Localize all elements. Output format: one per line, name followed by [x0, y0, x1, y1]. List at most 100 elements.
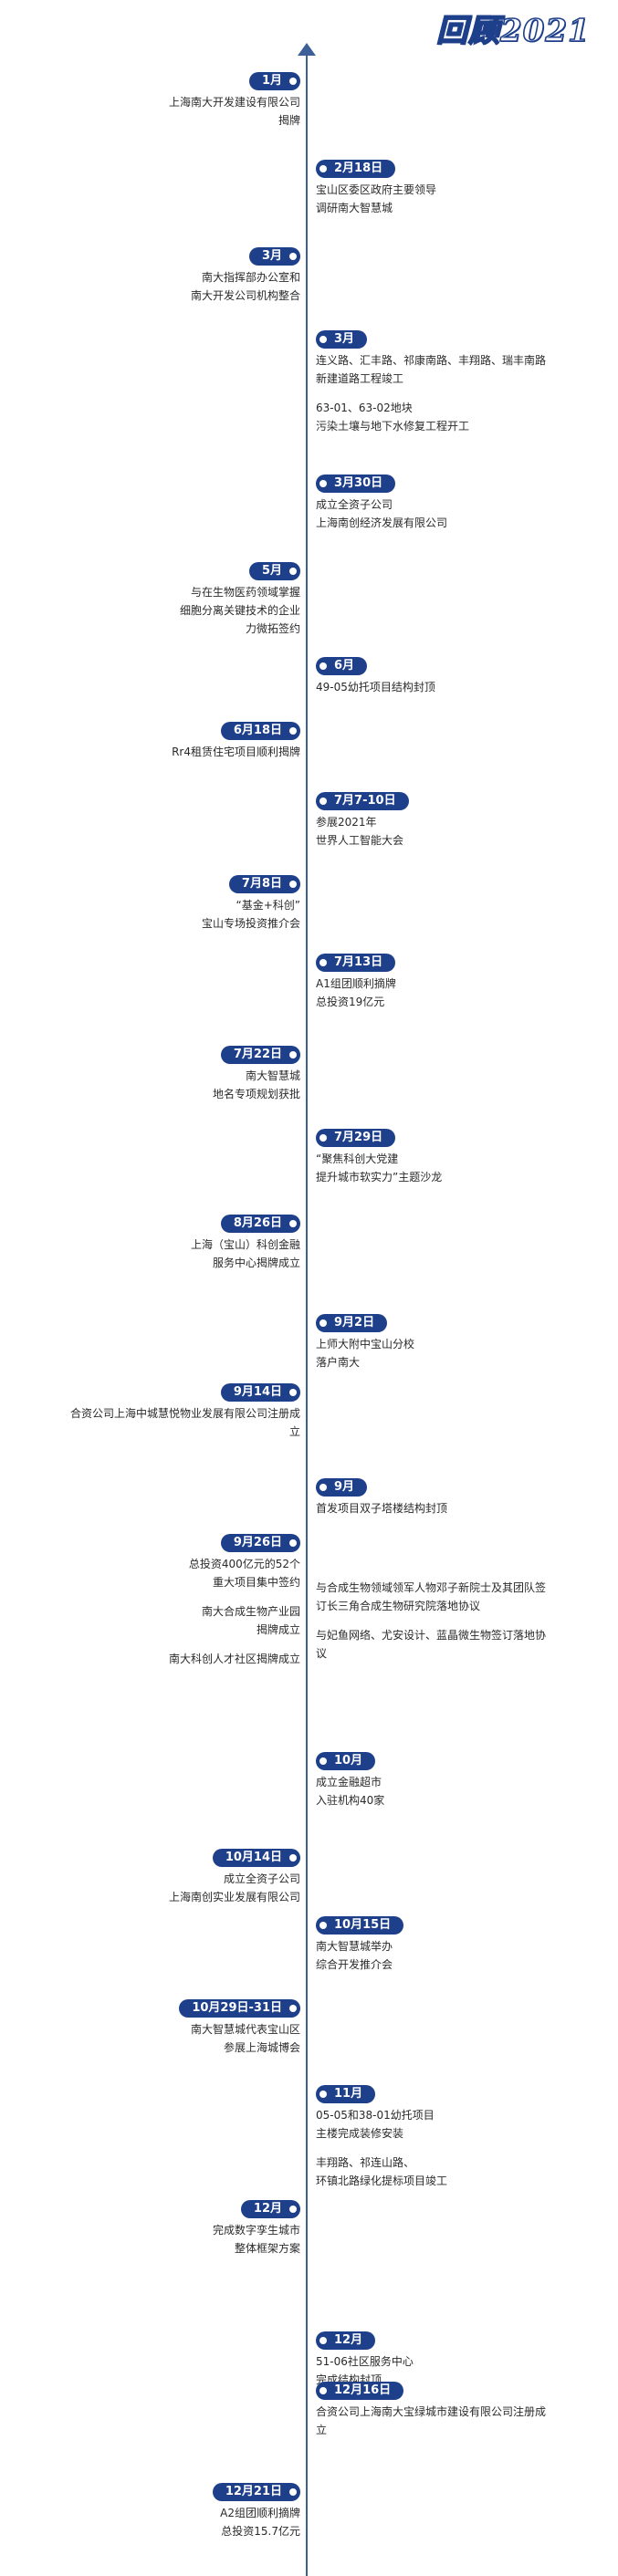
date-badge: 12月21日 — [212, 2483, 300, 2501]
event-text: 南大智慧城 — [245, 1069, 300, 1082]
event-text: 服务中心揭牌成立 — [212, 1257, 300, 1269]
date-badge: 11月 — [316, 2085, 376, 2103]
spacer — [316, 2143, 447, 2154]
event-text: 南大合成生物产业园 — [201, 1605, 300, 1618]
event-text: “聚焦科创大党建 — [316, 1152, 399, 1165]
event-text: 上海南创经济发展有限公司 — [316, 516, 448, 529]
timeline-entry: 3月连义路、汇丰路、祁康南路、丰翔路、瑞丰南路新建道路工程竣工 63-01、63-… — [316, 330, 546, 435]
timeline-entry: 7月8日 “基金+科创” 宝山专场投资推介会 — [202, 874, 300, 933]
event-text: 南大开发公司机构整合 — [190, 289, 300, 302]
date-badge: 9月26日 — [220, 1534, 300, 1552]
event-text: 成立金融超市 — [316, 1776, 382, 1789]
event-text: 综合开发推介会 — [316, 1958, 393, 1971]
event-text: 地名专项规划获批 — [212, 1088, 300, 1100]
timeline-entry: 9月首发项目双子塔楼结构封顶 — [316, 1478, 447, 1517]
event-text: 成立全资子公司 — [316, 498, 393, 511]
timeline-entry: 1月上海南大开发建设有限公司揭牌 — [169, 71, 300, 130]
event-text: 合资公司上海南大宝绿城市建设有限公司注册成 — [316, 2405, 547, 2418]
event-text: 总投资400亿元的52个 — [188, 1558, 300, 1570]
timeline-entry: 12月16日合资公司上海南大宝绿城市建设有限公司注册成立 — [316, 2382, 546, 2439]
event-text: 力微拓签约 — [245, 622, 300, 635]
event-text: 南大智慧城代表宝山区 — [190, 2023, 300, 2036]
event-text: A1组团顺利摘牌 — [316, 977, 396, 990]
date-badge: 3月 — [248, 247, 300, 266]
timeline-entry: 7月22日南大智慧城地名专项规划获批 — [213, 1045, 300, 1103]
timeline-entry: 9月2日上师大附中宝山分校落户南大 — [316, 1314, 414, 1371]
event-text: 63-01、63-02地块 — [316, 402, 413, 414]
date-badge: 6月18日 — [220, 722, 300, 740]
timeline-entry: 9月26日总投资400亿元的52个重大项目集中签约南大合成生物产业园揭牌成立南大… — [169, 1533, 300, 1668]
date-badge: 7月29日 — [316, 1129, 396, 1147]
timeline-entry: 3月30日成立全资子公司上海南创经济发展有限公司 — [316, 475, 447, 532]
date-badge: 10月29日-31日 — [179, 1999, 300, 2018]
event-text: A2组团顺利摘牌 — [220, 2507, 300, 2519]
event-text: 完成数字孪生城市 — [212, 2224, 300, 2237]
timeline-entry: 6月18日 Rr4租赁住宅项目顺利揭牌 — [172, 721, 300, 761]
date-badge: 7月13日 — [316, 954, 396, 972]
event-text: 与在生物医药领域掌握 — [190, 586, 300, 599]
event-text: 合资公司上海中城慧悦物业发展有限公司注册成 — [69, 1407, 300, 1420]
event-text: 51-06社区服务中心 — [316, 2355, 414, 2368]
event-text: 连义路、汇丰路、祁康南路、丰翔路、瑞丰南路 — [316, 354, 547, 367]
event-text: 立 — [316, 2424, 328, 2436]
timeline-entry: 9月14日合资公司上海中城慧悦物业发展有限公司注册成立 — [70, 1382, 300, 1441]
event-text: 与妃鱼网络、尤安设计、蓝晶微生物签订落地协 — [316, 1629, 547, 1642]
timeline-entry: 3月南大指挥部办公室和南大开发公司机构整合 — [191, 246, 300, 305]
timeline-entry: 10月29日-31日南大智慧城代表宝山区参展上海城博会 — [179, 1998, 300, 2057]
event-text: 整体框架方案 — [234, 2242, 300, 2255]
event-text: 揭牌 — [278, 114, 300, 127]
event-text: 上海南大开发建设有限公司 — [168, 96, 300, 109]
event-text: 南大智慧城举办 — [316, 1940, 393, 1953]
date-badge: 7月8日 — [228, 875, 300, 893]
date-badge: 3月 — [316, 330, 368, 349]
event-text: 丰翔路、祁连山路、 — [316, 2156, 415, 2169]
date-badge: 12月 — [316, 2331, 376, 2350]
event-text: 落户南大 — [316, 1356, 361, 1369]
event-text: 上海南创实业发展有限公司 — [168, 1891, 300, 1903]
timeline-entry: 7月29日 “聚焦科创大党建提升城市软实力”主题沙龙 — [316, 1129, 442, 1186]
spacer — [169, 1639, 300, 1650]
date-badge: 10月 — [316, 1752, 376, 1770]
date-badge: 7月22日 — [220, 1046, 300, 1064]
event-text: 新建道路工程竣工 — [316, 372, 404, 385]
timeline-entry: 10月15日南大智慧城举办综合开发推介会 — [316, 1916, 404, 1974]
event-text: 总投资19亿元 — [316, 996, 385, 1008]
spacer — [316, 388, 546, 399]
date-badge: 10月14日 — [212, 1849, 300, 1867]
date-badge: 9月14日 — [220, 1383, 300, 1402]
event-text: 首发项目双子塔楼结构封顶 — [316, 1502, 448, 1515]
event-text: 污染土壤与地下水修复工程开工 — [316, 420, 470, 433]
date-badge: 6月 — [316, 657, 368, 675]
date-badge: 1月 — [248, 72, 300, 90]
timeline-axis — [306, 53, 308, 2576]
timeline-entry: 10月14日成立全资子公司上海南创实业发展有限公司 — [169, 1848, 300, 1906]
timeline-entry: 2月18日宝山区委区政府主要领导调研南大智慧城 — [316, 160, 436, 217]
event-text: 世界人工智能大会 — [316, 834, 404, 847]
spacer — [316, 1615, 546, 1626]
date-badge: 3月30日 — [316, 475, 396, 493]
event-text: 细胞分离关键技术的企业 — [179, 604, 300, 617]
event-text: “基金+科创” — [236, 899, 301, 912]
timeline-entry: 5月与在生物医药领域掌握细胞分离关键技术的企业力微拓签约 — [180, 561, 300, 638]
event-text: 成立全资子公司 — [223, 1872, 300, 1885]
event-text: 南大科创人才社区揭牌成立 — [168, 1653, 300, 1665]
date-badge: 8月26日 — [220, 1215, 300, 1233]
timeline-entry: 7月7-10日参展2021年世界人工智能大会 — [316, 792, 409, 850]
event-text: Rr4租赁住宅项目顺利揭牌 — [172, 746, 300, 758]
timeline-arrow-icon — [298, 43, 316, 56]
date-badge: 9月 — [316, 1478, 368, 1497]
event-text: 环镇北路绿化提标项目竣工 — [316, 2174, 448, 2187]
event-text: 重大项目集中签约 — [212, 1576, 300, 1589]
event-text: 宝山区委区政府主要领导 — [316, 183, 437, 196]
date-badge: 10月15日 — [316, 1916, 404, 1935]
event-text: 提升城市软实力”主题沙龙 — [316, 1171, 443, 1184]
event-text: 宝山专场投资推介会 — [201, 917, 300, 930]
timeline-entry: 与合成生物领域领军人物邓子新院士及其团队签订长三角合成生物研究院落地协议与妃鱼网… — [316, 1579, 546, 1663]
date-badge: 7月7-10日 — [316, 792, 409, 810]
timeline-entry: 10月成立金融超市入驻机构40家 — [316, 1752, 384, 1809]
event-text: 揭牌成立 — [256, 1623, 300, 1636]
spacer — [169, 1591, 300, 1602]
event-text: 05-05和38-01幼托项目 — [316, 2109, 435, 2122]
date-badge: 5月 — [248, 562, 300, 580]
